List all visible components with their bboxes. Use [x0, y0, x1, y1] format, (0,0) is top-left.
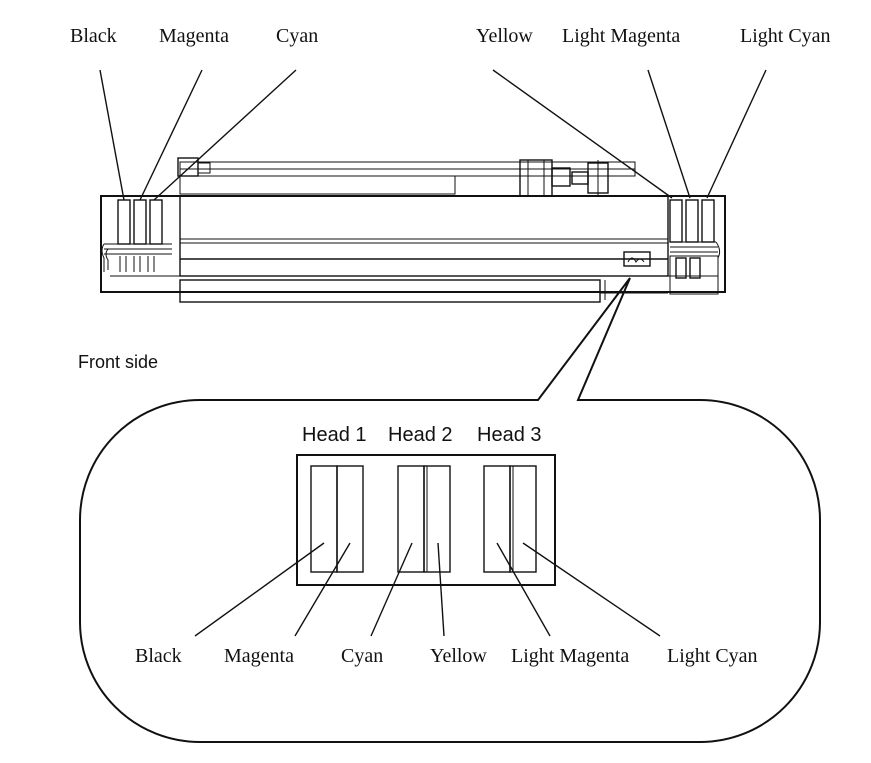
top-label-light-cyan: Light Cyan: [740, 25, 831, 47]
bottom-label-cyan: Cyan: [341, 645, 383, 667]
cartridge-magenta: [133, 199, 147, 245]
leader-bottom-black: [194, 542, 325, 637]
head1-label: Head 1: [302, 424, 367, 446]
head3-slot-light-cyan: [509, 465, 537, 573]
leader-light-cyan: [706, 69, 767, 199]
leader-light-magenta: [647, 69, 691, 199]
head1-slot-black: [310, 465, 338, 573]
left-ink-cartridges: [101, 199, 172, 272]
head2-label: Head 2: [388, 424, 453, 446]
bottom-leader-lines: [194, 542, 661, 637]
head1-slot-magenta: [336, 465, 364, 573]
bottom-label-light-magenta: Light Magenta: [511, 645, 629, 667]
center-panel: [179, 195, 669, 277]
leader-bottom-magenta: [294, 542, 351, 637]
main-body: [100, 195, 726, 293]
top-label-yellow: Yellow: [476, 25, 533, 47]
left-knob: [177, 157, 199, 177]
front-lip: [179, 279, 601, 303]
head-1: [310, 465, 364, 573]
head-3: [483, 465, 537, 573]
head2-slot-cyan: [397, 465, 425, 573]
roller-hub: [519, 159, 553, 197]
bottom-label-light-cyan: Light Cyan: [667, 645, 758, 667]
cartridge-light-magenta: [685, 199, 699, 243]
rear-cover: [179, 175, 456, 195]
head2-slot-yellow: [423, 465, 451, 573]
leader-yellow: [492, 69, 673, 199]
callout-bubble: [79, 277, 821, 743]
top-label-cyan: Cyan: [276, 25, 318, 47]
leader-bottom-light-cyan: [522, 542, 661, 637]
cartridge-yellow: [669, 199, 683, 243]
top-label-magenta: Magenta: [159, 25, 229, 47]
leader-bottom-yellow: [437, 542, 445, 637]
bottom-label-magenta: Magenta: [224, 645, 294, 667]
bottom-label-yellow: Yellow: [430, 645, 487, 667]
head3-slot-light-magenta: [483, 465, 511, 573]
top-label-light-magenta: Light Magenta: [562, 25, 680, 47]
leader-bottom-light-magenta: [496, 542, 551, 637]
bottom-label-black: Black: [135, 645, 182, 667]
head-2: [397, 465, 451, 573]
head-indicator: [623, 251, 651, 267]
cartridge-black: [117, 199, 131, 245]
head3-label: Head 3: [477, 424, 542, 446]
front-side-label: Front side: [78, 352, 158, 372]
printer-body: [100, 157, 726, 303]
top-leader-lines: [99, 69, 767, 201]
leader-black: [99, 69, 125, 201]
heads-enclosure: [296, 454, 556, 586]
right-ink-cartridges: [669, 199, 721, 295]
leader-cyan: [153, 69, 297, 201]
leader-bottom-cyan: [370, 542, 413, 637]
cartridge-light-cyan: [701, 199, 715, 243]
leader-magenta: [139, 69, 203, 201]
top-label-black: Black: [70, 25, 117, 47]
cartridge-cyan: [149, 199, 163, 245]
